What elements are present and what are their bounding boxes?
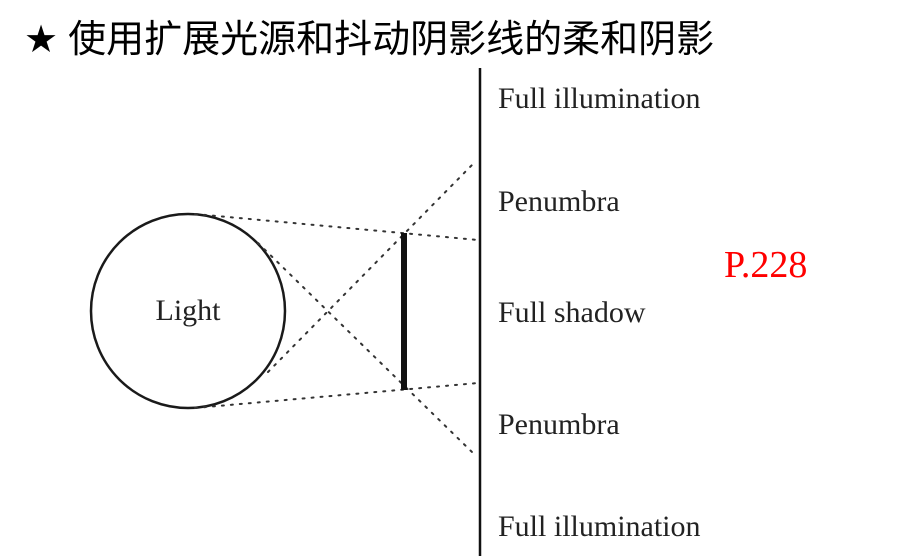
ray-cross-up xyxy=(267,164,473,373)
star-icon: ★ xyxy=(24,17,59,61)
zone-label-full-shadow: Full shadow xyxy=(498,296,646,329)
light-label: Light xyxy=(156,294,222,327)
zone-label-penumbra-bottom: Penumbra xyxy=(498,408,620,441)
zone-label-penumbra-top: Penumbra xyxy=(498,185,620,218)
zone-label-full-illumination-top: Full illumination xyxy=(498,82,701,115)
zone-label-full-illumination-bottom: Full illumination xyxy=(498,510,701,543)
slide-title: ★使用扩展光源和抖动阴影线的柔和阴影 xyxy=(24,8,714,63)
ray-bottom-outer xyxy=(194,382,479,409)
page-reference: P.228 xyxy=(724,244,807,286)
ray-top-outer xyxy=(194,213,479,241)
light-rays xyxy=(194,164,479,453)
slide-title-text: 使用扩展光源和抖动阴影线的柔和阴影 xyxy=(68,17,715,61)
light-source-circle xyxy=(89,212,287,410)
